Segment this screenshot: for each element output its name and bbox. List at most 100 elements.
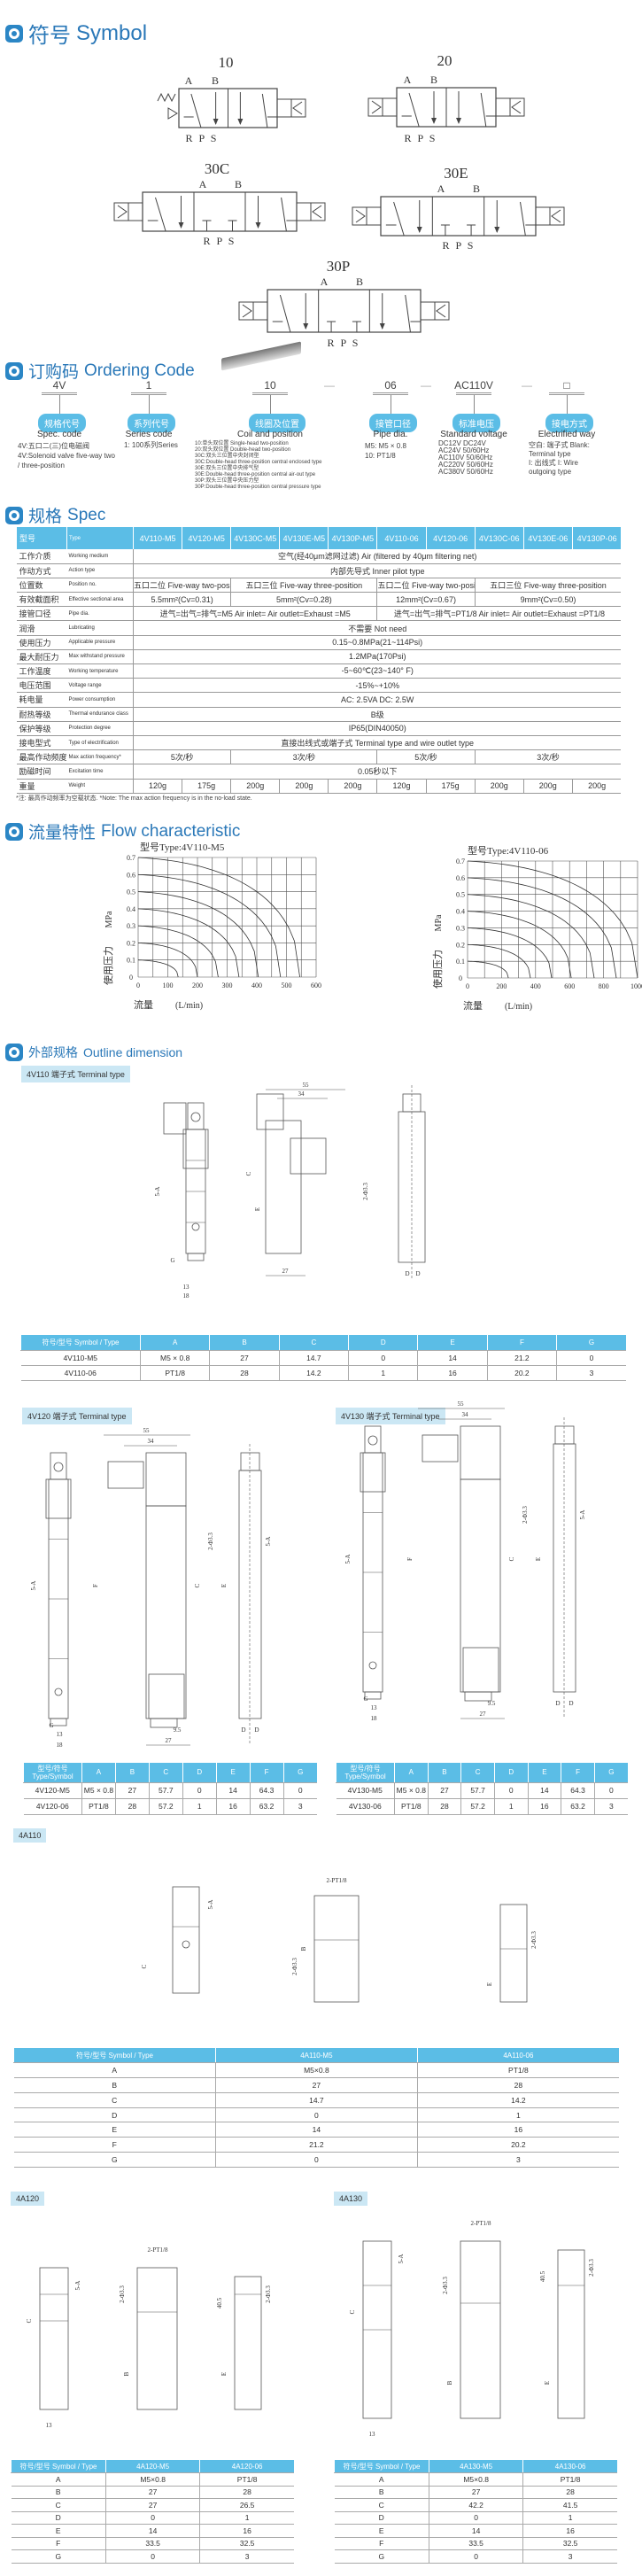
- model-column-header: 4V130P-06: [571, 527, 622, 549]
- outline-section-header: 外部规格 Outline dimension: [5, 1044, 182, 1061]
- solenoid-triangle: [371, 100, 382, 114]
- coil-side: [290, 1137, 327, 1175]
- connector-line: [567, 395, 568, 415]
- table-cell: 27: [215, 2077, 418, 2093]
- table-cell: 3: [416, 2152, 619, 2168]
- column-header: 型号/符号 Type/Symbol: [336, 1763, 395, 1783]
- spec-value: 5次/秒: [376, 749, 476, 765]
- table-cell: 33.5: [104, 2537, 200, 2550]
- dimension-label: E: [220, 1584, 228, 1587]
- table-cell: 28: [416, 2077, 619, 2093]
- series-curve-0.6: [467, 877, 617, 979]
- dimension-label: 2-Φ3.3: [291, 1958, 298, 1975]
- order-code-value: 10: [264, 379, 276, 392]
- spec-label-en: Type of electrification: [66, 735, 134, 751]
- order-desc-line: I: 出线式 I: Wire: [529, 459, 578, 467]
- valve-body-side: [460, 2240, 501, 2419]
- spec-label-cn: 接电型式: [16, 735, 67, 751]
- y-tick-label: 0: [459, 974, 462, 982]
- table-cell: 57.7: [460, 1782, 495, 1799]
- order-separator: —: [324, 379, 335, 392]
- order-code-underline: [549, 392, 584, 395]
- x-tick-label: 0: [466, 982, 469, 990]
- spec-label-cn: 耗电量: [16, 692, 67, 708]
- column-header: D: [493, 1763, 529, 1783]
- plug-side: [256, 1093, 284, 1130]
- x-tick-label: 0: [136, 982, 140, 989]
- table-cell: 1: [522, 2511, 617, 2525]
- coil-head: [182, 1129, 209, 1169]
- y-tick-label: 0.7: [127, 854, 135, 862]
- connector-line: [149, 395, 150, 415]
- table-cell: C: [13, 2092, 216, 2108]
- table-cell: 16: [199, 2524, 294, 2538]
- dimension-label: 55: [143, 1427, 151, 1434]
- section-title-en: Outline dimension: [83, 1045, 183, 1059]
- spec-value: 120g: [132, 779, 182, 794]
- series-curve-0.1: [137, 959, 179, 978]
- column-header: E: [527, 1763, 561, 1783]
- terminal-connector: [53, 1462, 64, 1472]
- spec-value: 五口三位 Five-way three-position: [474, 578, 622, 594]
- dimension-label: G: [170, 1257, 174, 1264]
- spec-value: 9mm²(Cv=0.50): [474, 592, 622, 608]
- series-curve-0.1: [467, 960, 509, 979]
- brand-logo-icon: [5, 822, 23, 841]
- spec-value: 1.2MPa(170Psi): [133, 649, 622, 665]
- dimension-label: 5-A: [154, 1187, 161, 1197]
- spec-label-en: Lubricating: [66, 620, 134, 636]
- port-a-label: A: [199, 178, 207, 190]
- solenoid-icon: [495, 97, 525, 117]
- coil-side: [145, 1452, 187, 1507]
- symbol-code-label: 20: [437, 52, 452, 69]
- section-tag-4v120: 4V120 端子式 Terminal type: [22, 1408, 132, 1424]
- dimension-label: 9.5: [174, 1726, 182, 1734]
- dimension-label: B: [446, 2380, 453, 2385]
- y-axis-label: 使用压力: [103, 946, 114, 985]
- order-separator: —: [522, 379, 532, 392]
- column-header: 4A130-M5: [428, 2460, 523, 2473]
- brand-logo-icon: [5, 361, 23, 380]
- spec-label-en: Protection degree: [66, 721, 134, 736]
- y-axis-label-unit: MPa: [434, 914, 444, 931]
- port-hole: [54, 1688, 63, 1696]
- order-desc-line: AC24V 50/60Hz: [438, 446, 490, 454]
- order-label: Spec. code: [36, 430, 82, 439]
- pilot-triangle-icon: [167, 107, 178, 120]
- column-header: G: [593, 1763, 628, 1783]
- table-cell: 28: [209, 1365, 280, 1381]
- spec-value: 进气=出气=排气=PT1/8 Air inlet= Air outlet=Exh…: [376, 606, 622, 622]
- table-cell: 21.2: [486, 1350, 557, 1366]
- spec-value: 200g: [522, 779, 573, 794]
- valve-body: [39, 2267, 69, 2410]
- dimension-label: 18: [57, 1742, 64, 1749]
- spec-section-header: 规格 Spec: [5, 503, 105, 527]
- order-label: Series code: [125, 430, 173, 439]
- series-curve-0.3: [137, 925, 219, 978]
- series-curve-0.7: [467, 860, 638, 979]
- dimension-label: 5-A: [579, 1510, 586, 1520]
- table-cell: 3: [593, 1798, 628, 1815]
- spec-value: 5.5mm²(Cv=0.31): [132, 592, 231, 608]
- y-axis-label-unit: MPa: [104, 911, 114, 927]
- valve-body-side: [145, 1505, 187, 1719]
- spec-label-en: Position no.: [66, 578, 134, 594]
- table-cell: E: [11, 2524, 106, 2538]
- table-cell: 27: [209, 1350, 280, 1366]
- y-tick-label: 0.2: [456, 941, 465, 949]
- spec-value: 3次/秒: [474, 749, 622, 765]
- order-desc-line: AC380V 50/60Hz: [438, 468, 493, 476]
- spec-label-cn: 耐热等级: [16, 707, 67, 722]
- x-tick-label: 400: [251, 982, 262, 989]
- arrow-head-icon: [255, 222, 261, 229]
- spec-label-cn: 保护等级: [16, 721, 67, 736]
- order-code-value: 4V: [52, 379, 66, 392]
- port-rps-label: R P S: [204, 235, 236, 247]
- order-desc-line: 空白: 端子式 Blank:: [529, 441, 590, 449]
- table-cell: 21.2: [215, 2137, 418, 2153]
